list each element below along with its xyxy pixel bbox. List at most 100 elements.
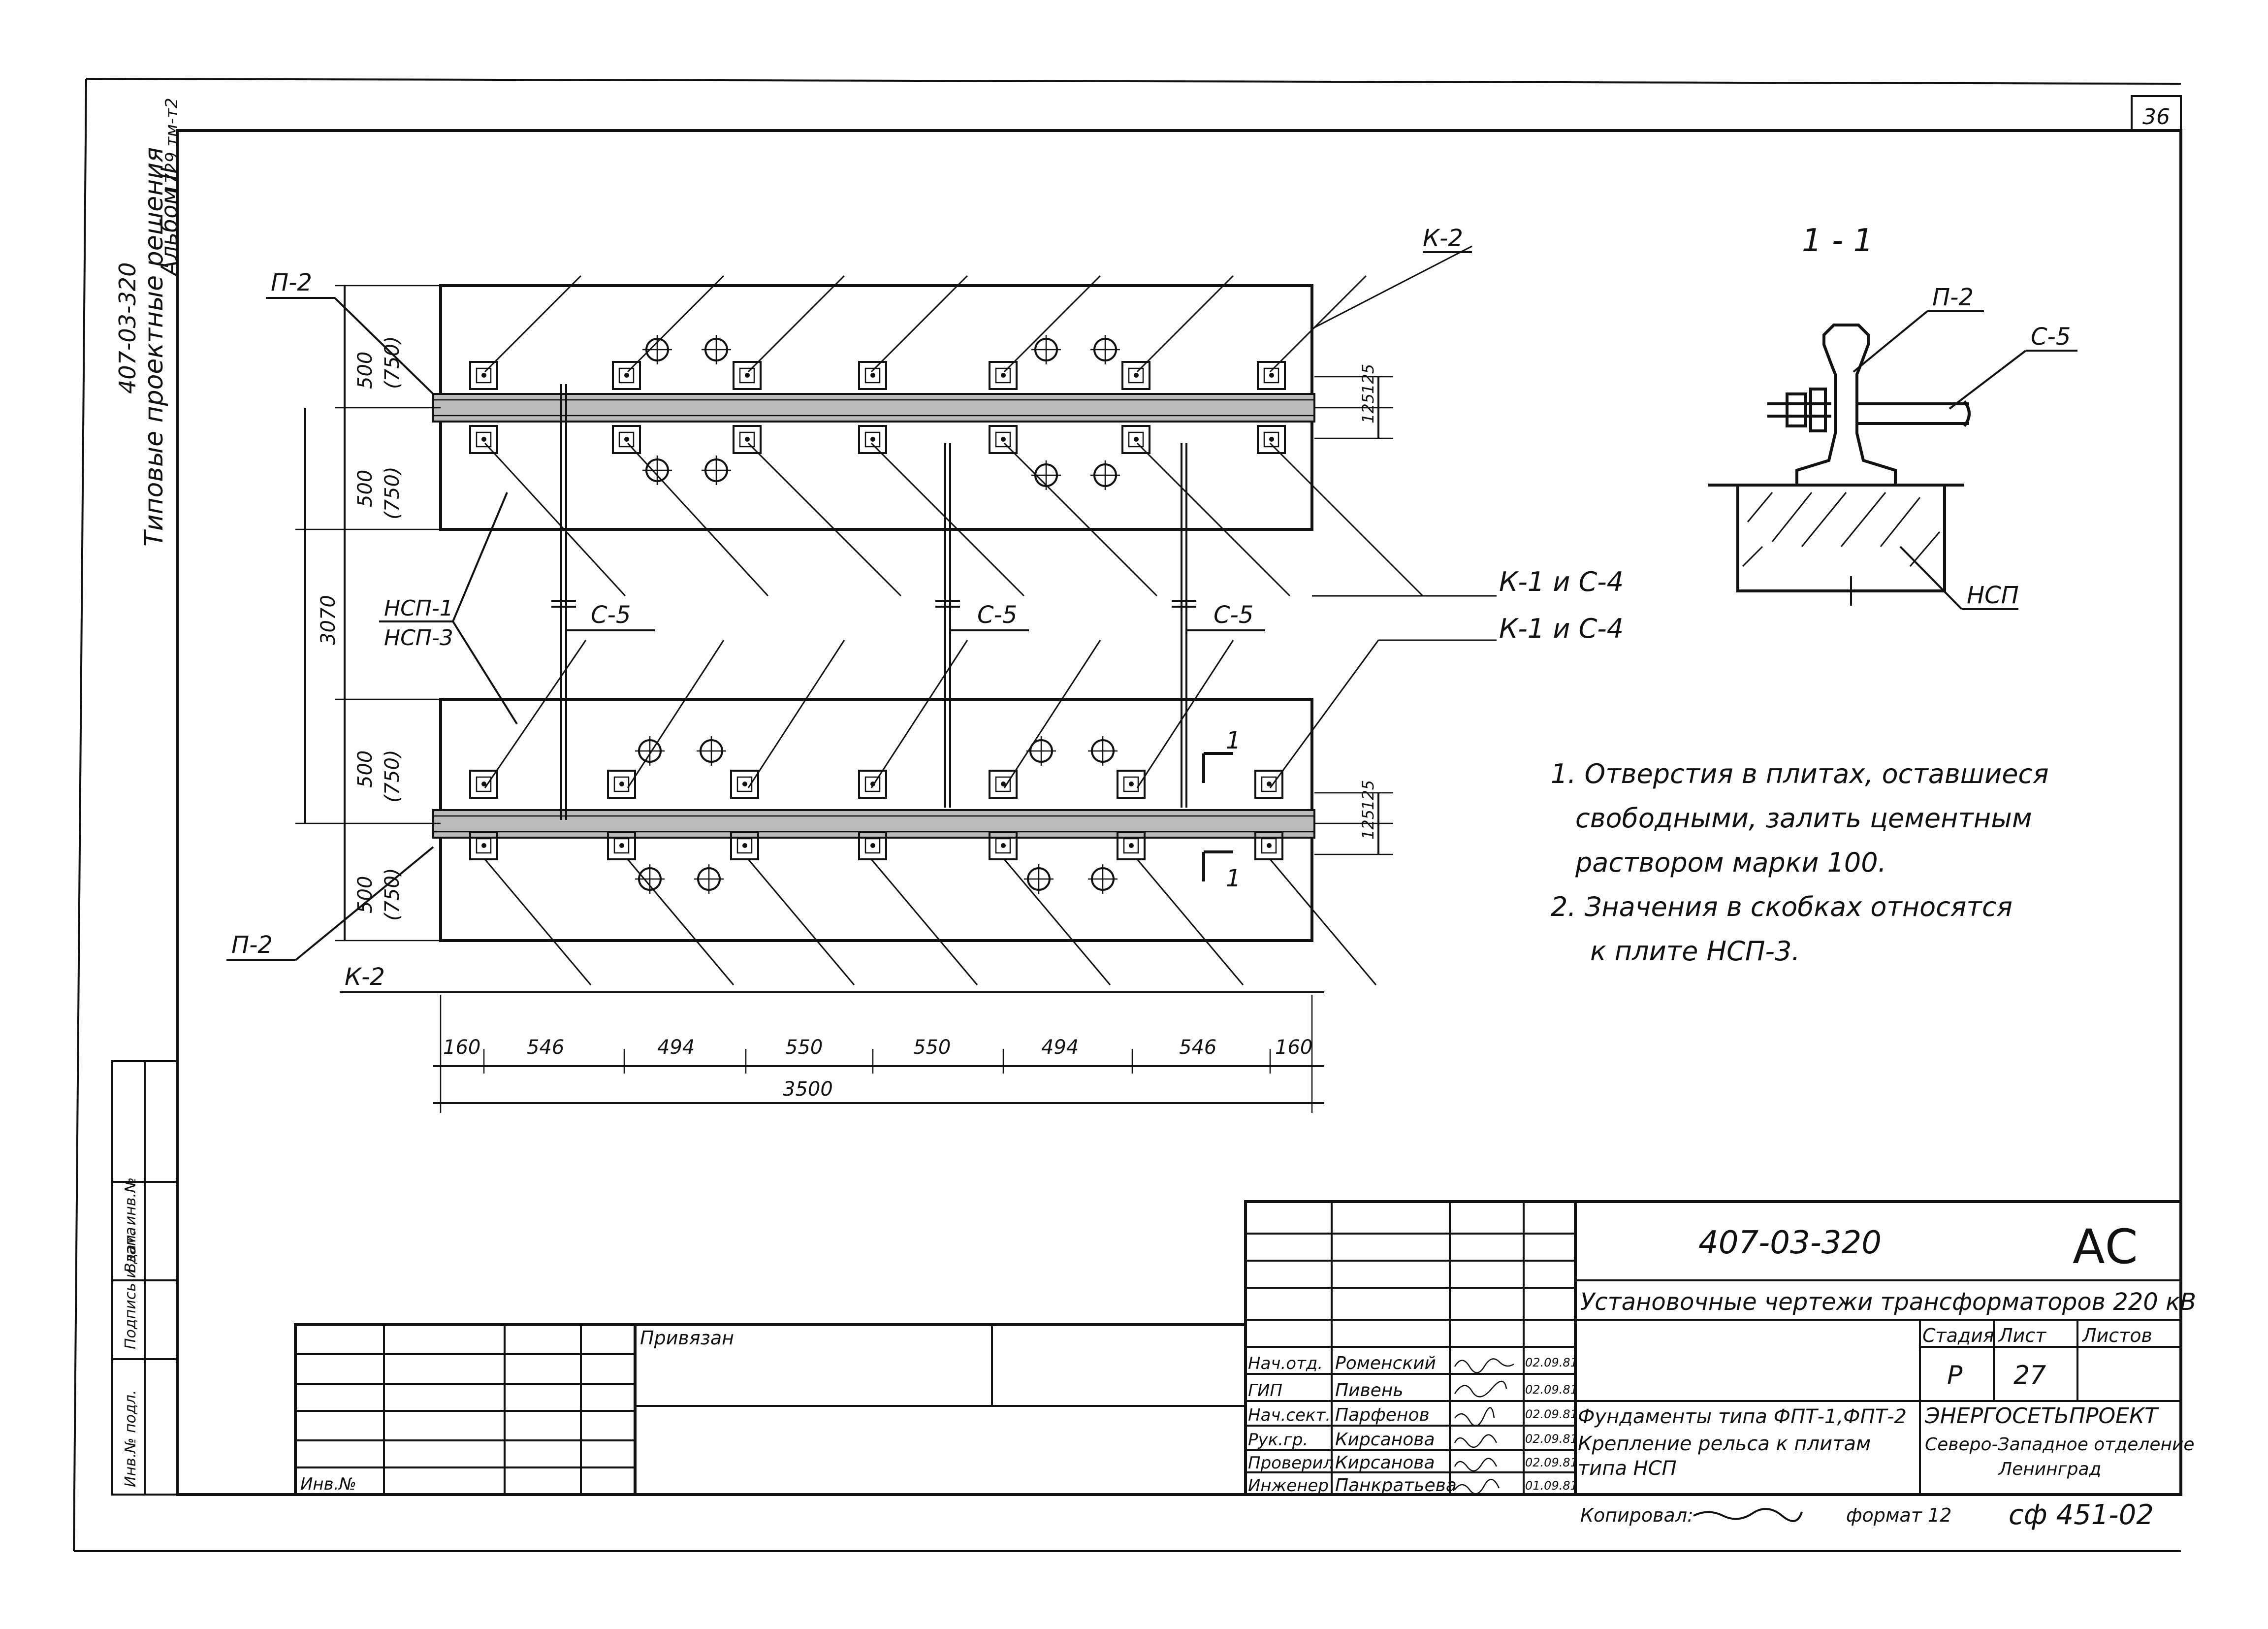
anchor-plate	[607, 831, 636, 860]
doc-mark: АС	[2073, 1219, 2138, 1274]
anchor-plate	[858, 770, 887, 799]
bolt-hole	[642, 335, 672, 364]
org-name: ЭНЕРГОСЕТЬПРОЕКТ	[1924, 1403, 2159, 1429]
anchor-plate	[989, 770, 1018, 799]
sheet-value: 27	[2013, 1361, 2046, 1390]
anchor-plate	[1121, 361, 1150, 390]
role-6: Инженер	[1248, 1476, 1329, 1496]
tie-rods-c5	[551, 384, 1265, 820]
label-k2-top: К-2	[1423, 225, 1463, 252]
inv-label: Инв.№	[300, 1474, 356, 1494]
bolt-hole	[694, 864, 724, 894]
date-6: 01.09.81	[1525, 1479, 1578, 1493]
anchor-plate	[1257, 425, 1286, 454]
stamp-signature-date: Подпись и дата	[122, 1227, 139, 1350]
title-block: Инв.№ Привязан 407-03-320 АС Установочны…	[294, 1200, 2196, 1531]
section-label-c5: С-5	[2031, 323, 2071, 351]
date-4: 02.09.81	[1525, 1432, 1578, 1446]
name-2: Пивень	[1335, 1380, 1404, 1401]
anchor-plate	[989, 361, 1018, 390]
note-line-2: свободными, залить цементным	[1575, 803, 2032, 834]
anchor-plate	[730, 831, 759, 860]
section-label-p2: П-2	[1932, 284, 1974, 311]
date-5: 02.09.81	[1525, 1456, 1578, 1469]
dim-bottom-total: 3500	[783, 1078, 833, 1101]
bottom-dimensions: 160 546 494 550 550 494 546 160 3500	[433, 995, 1324, 1113]
notes: 1. Отверстия в плитах, оставшиеся свобод…	[1551, 758, 2049, 967]
series-vertical: Типовые проектные решения	[139, 147, 169, 547]
anchor-plate	[730, 770, 759, 799]
bolt-hole	[1088, 736, 1118, 766]
name-3: Парфенов	[1335, 1405, 1430, 1425]
note-line-5: к плите НСП-3.	[1590, 936, 1800, 967]
anchor-plate	[1121, 425, 1150, 454]
dim-left-750-a: (750)	[381, 336, 404, 389]
dim-right-125-d: 125	[1359, 780, 1377, 810]
dim-right-125-b: 125	[1359, 364, 1377, 394]
anchor-plate	[989, 425, 1018, 454]
date-2: 02.09.81	[1525, 1383, 1578, 1397]
anchor-plate	[858, 831, 887, 860]
bolt-hole	[702, 335, 731, 364]
bolt-hole	[1031, 335, 1061, 364]
section-slab	[1736, 484, 1946, 592]
label-k2-bottom: К-2	[345, 963, 385, 991]
bolt-hole	[1090, 460, 1120, 490]
format-label: формат 12	[1846, 1504, 1951, 1526]
plan-view: С-5 С-5 С-5 К-2 К-1 и С-4 К-1 и С-4 П-2 …	[226, 225, 1624, 1113]
sheet-header: Лист	[1998, 1325, 2047, 1346]
drawing-title-2: Крепление рельса к плитам	[1578, 1433, 1871, 1455]
anchor-plate	[858, 361, 887, 390]
bolt-hole	[642, 456, 672, 485]
name-4: Кирсанова	[1335, 1430, 1435, 1450]
album-vertical: Альбом II	[156, 167, 183, 277]
archive-code: сф 451-02	[2009, 1499, 2154, 1531]
anchor-plate	[1257, 361, 1286, 390]
bolt-hole	[1026, 736, 1056, 766]
dim-left-3070: 3070	[317, 595, 340, 645]
anchor-plate	[469, 831, 498, 860]
anchor-plate	[989, 831, 1018, 860]
label-k1c4-b: К-1 и С-4	[1499, 613, 1624, 644]
bolt-hole	[1024, 864, 1054, 894]
dim-bottom-494-a: 494	[657, 1036, 695, 1059]
role-4: Рук.гр.	[1248, 1430, 1308, 1450]
hatch-top	[484, 245, 1497, 597]
name-6: Панкратьева	[1335, 1475, 1457, 1496]
stamp-replace-inv: Взам. инв.№	[122, 1177, 139, 1273]
section-mark: 1 1	[1202, 727, 1241, 892]
dim-right-125-c: 125	[1359, 810, 1377, 840]
anchor-plate	[469, 425, 498, 454]
stage-header: Стадия	[1922, 1325, 1994, 1346]
anchor-plate	[1117, 770, 1146, 799]
date-3: 02.09.81	[1525, 1407, 1578, 1421]
anchor-plate	[858, 425, 887, 454]
label-nsp1: НСП-1	[384, 596, 453, 621]
anchor-plate	[733, 425, 762, 454]
bolt-hole	[1088, 864, 1118, 894]
label-p2-bottom: П-2	[231, 931, 273, 959]
org-branch: Северо-Западное отделение	[1925, 1434, 2195, 1455]
bolt-hole	[702, 456, 731, 485]
project-title: Установочные чертежи трансформаторов 220…	[1580, 1288, 2196, 1316]
anchor-plate	[1117, 831, 1146, 860]
bolt-hole	[635, 864, 665, 894]
page-number: 36	[2142, 104, 2170, 130]
drawing-title-1: Фундаменты типа ФПТ-1,ФПТ-2	[1578, 1405, 1907, 1428]
anchor-plate	[469, 361, 498, 390]
role-3: Нач.сект.	[1248, 1405, 1331, 1425]
bolt-holes	[635, 335, 1120, 894]
hatch-bottom	[484, 639, 1497, 985]
role-2: ГИП	[1248, 1381, 1282, 1401]
name-1: Роменский	[1335, 1353, 1436, 1373]
note-line-1: 1. Отверстия в плитах, оставшиеся	[1551, 758, 2049, 789]
dim-left-500-d: 500	[354, 876, 377, 913]
anchor-plates-bottom	[469, 770, 1283, 860]
rail-profile	[1795, 324, 1897, 487]
label-c5-2: С-5	[977, 601, 1017, 629]
sheets-header: Листов	[2081, 1325, 2152, 1346]
bolt-hole	[697, 736, 726, 766]
copied-label: Копировал:	[1580, 1504, 1693, 1526]
dim-left-500-b: 500	[354, 470, 377, 507]
